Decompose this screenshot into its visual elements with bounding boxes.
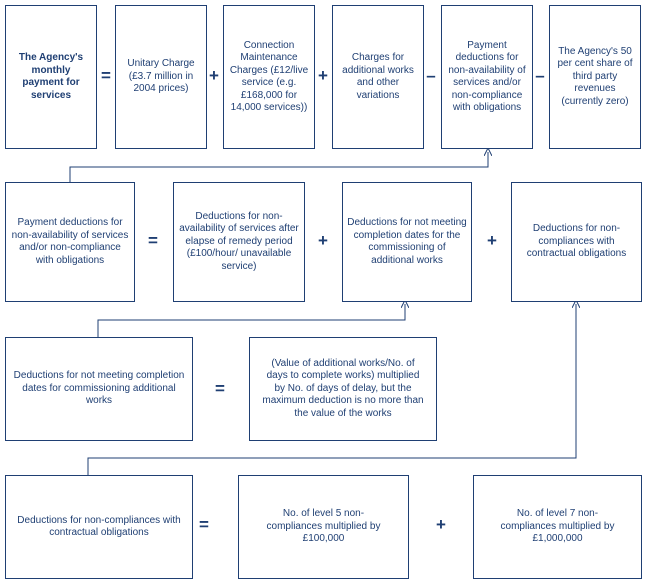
level7-box: No. of level 7 non-compliances multiplie… — [473, 475, 642, 579]
plus-operator: + — [318, 231, 328, 250]
minus-operator: – — [426, 66, 436, 85]
formula-text: (Value of additional works/No. of days t… — [262, 357, 424, 419]
not-meeting-detail-box: Deductions for not meeting completion da… — [5, 337, 193, 441]
connection-charges-text: Connection Maintenance Charges (£12/live… — [229, 39, 309, 114]
level5-box: No. of level 5 non-compliances multiplie… — [238, 475, 409, 579]
plus-operator: + — [209, 66, 219, 85]
level7-text: No. of level 7 non-compliances multiplie… — [500, 508, 615, 545]
equals-operator: = — [101, 66, 111, 85]
non-compliances-detail-text: Deductions for non-compliances with cont… — [17, 514, 181, 539]
connector-row2-to-row1 — [69, 152, 488, 182]
connector-row3-to-row2 — [97, 304, 405, 337]
plus-operator: + — [436, 515, 446, 534]
not-meeting-dates-text: Deductions for not meeting completion da… — [347, 217, 467, 266]
level5-text: No. of level 5 non-compliances multiplie… — [266, 508, 381, 545]
equals-operator: = — [215, 379, 225, 398]
agency-payment-box: The Agency's monthly payment for service… — [5, 5, 97, 149]
formula-box: (Value of additional works/No. of days t… — [249, 337, 437, 441]
plus-operator: + — [318, 66, 328, 85]
agency-payment-text: The Agency's monthly payment for service… — [18, 52, 84, 101]
equals-operator: = — [199, 515, 209, 534]
third-party-box: The Agency's 50 per cent share of third … — [549, 5, 641, 149]
plus-operator: + — [487, 231, 497, 250]
connector-row4-to-row2 — [87, 304, 576, 475]
payment-deductions-text: Payment deductions for non-availability … — [448, 39, 526, 114]
connection-charges-box: Connection Maintenance Charges (£12/live… — [223, 5, 315, 149]
unitary-charge-text: Unitary Charge (£3.7 million in 2004 pri… — [127, 58, 195, 95]
third-party-text: The Agency's 50 per cent share of third … — [557, 45, 633, 107]
payment-deductions-detail-text: Payment deductions for non-availability … — [11, 217, 129, 266]
not-meeting-dates-box: Deductions for not meeting completion da… — [342, 182, 472, 302]
charges-additional-text: Charges for additional works and other v… — [342, 52, 414, 101]
non-availability-text: Deductions for non-availability of servi… — [179, 210, 299, 272]
payment-deductions-detail-box: Payment deductions for non-availability … — [5, 182, 135, 302]
non-availability-box: Deductions for non-availability of servi… — [173, 182, 305, 302]
non-compliances-box: Deductions for non-compliances with cont… — [511, 182, 642, 302]
unitary-charge-box: Unitary Charge (£3.7 million in 2004 pri… — [115, 5, 207, 149]
not-meeting-detail-text: Deductions for not meeting completion da… — [13, 370, 185, 407]
payment-deductions-box: Payment deductions for non-availability … — [441, 5, 533, 149]
minus-operator: – — [535, 66, 545, 85]
non-compliances-detail-box: Deductions for non-compliances with cont… — [5, 475, 193, 579]
non-compliances-text: Deductions for non-compliances with cont… — [526, 223, 627, 260]
equals-operator: = — [148, 231, 158, 250]
charges-additional-box: Charges for additional works and other v… — [332, 5, 424, 149]
